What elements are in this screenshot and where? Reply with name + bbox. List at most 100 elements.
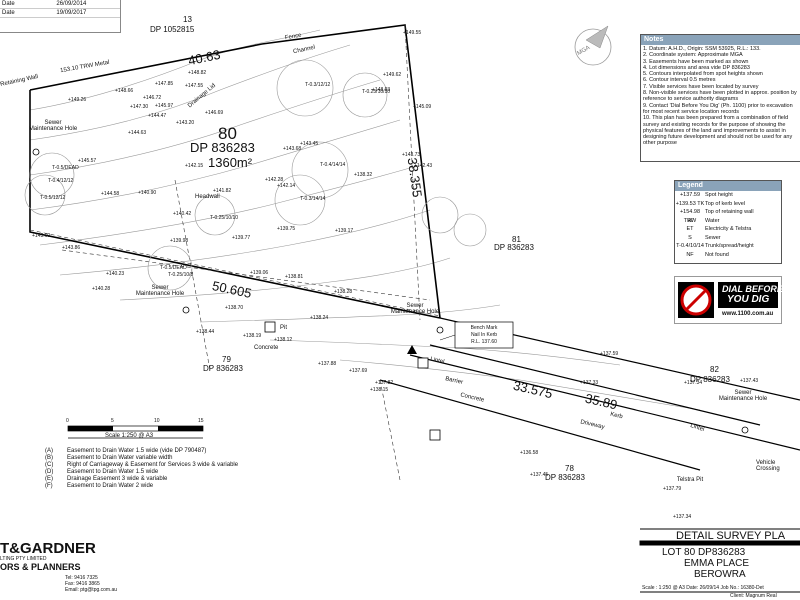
easement-item: (B)Easement to Drain Water variable widt… <box>45 455 173 461</box>
easement-item: (A)Easement to Drain Water 1.5 wide (vid… <box>45 448 207 454</box>
note-item: 10. This plan has been prepared from a c… <box>643 115 793 147</box>
spot-height: +139.98 <box>170 238 189 244</box>
spot-height: +145.97 <box>155 103 174 109</box>
spot-height: +149.62 <box>383 72 402 78</box>
tree-label: T-0.25/10/10 <box>210 215 239 221</box>
spot-height: +148.93 <box>372 87 391 93</box>
scale-bar <box>67 425 204 439</box>
easement-item: (C)Right of Carriageway & Easement for S… <box>45 462 239 468</box>
lot-13-dp: DP 1052815 <box>150 25 195 34</box>
scale-tick: 0 <box>66 418 69 424</box>
sewer-label-4: Sewer Maintenance Hole <box>718 390 768 402</box>
revision-row: Date 26/09/2014 <box>0 0 120 9</box>
revision-row: Date 19/09/2017 <box>0 9 120 18</box>
company-name: T&GARDNER <box>0 540 96 557</box>
plan-suburb: BEROWRA <box>694 569 746 580</box>
spot-height: +146.69 <box>205 110 224 116</box>
spot-height: +139.17 <box>335 228 354 234</box>
sewer-label-3: Sewer Maintenance Hole <box>390 303 440 315</box>
note-item: 2. Coordinate system: Approximate MGA <box>643 52 743 59</box>
easement-item: (E)Drainage Easement 3 wide & variable <box>45 476 168 482</box>
tree-label: T-0.25/10/10 <box>362 89 391 95</box>
spot-height: +138.32 <box>354 172 373 178</box>
spot-height: +143.45 <box>300 141 319 147</box>
spot-height: +137.59 <box>600 351 619 357</box>
scale-tick: 5 <box>111 418 114 424</box>
spot-height: +138.15 <box>370 387 389 393</box>
tree-canopies <box>24 59 487 291</box>
benchmark-box <box>454 321 514 349</box>
spot-height: +141.82 <box>213 188 232 194</box>
spot-height: +142.15 <box>185 163 204 169</box>
company-tel: Tel: 9416 7325 <box>65 575 98 581</box>
spot-height: +137.82 <box>375 380 394 386</box>
sewer-holes <box>32 148 749 434</box>
spot-height: +137.34 <box>673 514 692 520</box>
note-item: 9. Contact 'Dial Before You Dig' (Ph. 11… <box>643 102 793 115</box>
lot-82-number: 82 <box>710 365 719 374</box>
lot-80-number: 80 <box>218 124 237 143</box>
title-block: DETAIL SURVEY PLA LOT 80 DP836283 EMMA P… <box>640 530 800 600</box>
spot-height: +147.55 <box>185 83 204 89</box>
plan-lot: LOT 80 DP836283 <box>662 547 746 558</box>
note-item: 4. Lot dimensions and area vide DP 83628… <box>643 64 750 71</box>
tree-label: T-0.3/12/12 <box>305 82 331 88</box>
tree-label: T-0.5/DEAD <box>160 265 187 271</box>
spot-height: +138.12 <box>274 337 293 343</box>
tree-label: T-0.5/DEAD <box>52 165 79 171</box>
company-block: T&GARDNER LTING PTY LIMITED ORS & PLANNE… <box>0 540 130 600</box>
spot-height: +143.73 <box>402 152 421 158</box>
concrete-label: Concrete <box>254 345 279 351</box>
note-item: 3. Easements have been marked as shown <box>643 58 749 65</box>
spot-height: +146.72 <box>143 95 162 101</box>
notes-body: 1. Datum: A.H.D., Origin: SSM 53925, R.L… <box>641 45 800 148</box>
spot-height: +137.79 <box>663 486 682 492</box>
lot-80-area: 1360m² <box>208 155 253 170</box>
title-block-lines <box>639 528 800 593</box>
spot-height: +138.70 <box>225 305 244 311</box>
spot-height: +138.81 <box>285 274 304 280</box>
lot-79-number: 79 <box>222 355 231 364</box>
lot-81-number: 81 <box>512 235 521 244</box>
vehicle-crossing-label: Vehicle Crossing <box>756 460 780 472</box>
tree-label: T-0.4/12/12 <box>48 178 74 184</box>
spot-height: +144.63 <box>128 130 147 136</box>
spot-height: +148.82 <box>188 70 207 76</box>
sewer-label-1: Sewer Maintenance Hole <box>28 120 78 132</box>
spot-height: +148.66 <box>115 88 134 94</box>
lot-78-dp: DP 836283 <box>545 473 585 482</box>
notes-panel: Notes 1. Datum: A.H.D., Origin: SSM 5392… <box>640 34 800 162</box>
spot-height: +143.60 <box>32 233 51 239</box>
spot-height: +136.58 <box>520 450 539 456</box>
spot-height: +137.43 <box>740 378 759 384</box>
spot-height: +138.28 <box>334 289 353 295</box>
telstra-pit-label: Telstra Pit <box>676 477 704 483</box>
benchmark-line-2: Nail In Kerb <box>470 332 498 338</box>
company-sub-2: ORS & PLANNERS <box>0 562 81 572</box>
sewer-label-2: Sewer Maintenance Hole <box>135 285 185 297</box>
lot-13-number: 13 <box>183 15 192 24</box>
dbyd-line-2: YOU DIG <box>727 294 770 305</box>
easement-list: (A)Easement to Drain Water 1.5 wide (vid… <box>45 448 238 490</box>
lot-boundary <box>29 24 441 319</box>
company-email: Email: ptg@tpg.com.au <box>65 587 118 593</box>
tree-label: T-0.3/14/14 <box>300 196 326 202</box>
lot-82-dp: DP 836283 <box>690 375 730 384</box>
spot-height: +139.06 <box>250 270 269 276</box>
dial-before-you-dig-logo: DIAL BEFORE YOU DIG www.1100.com.au <box>674 276 783 324</box>
note-item: 6. Contour interval 0.5 metres <box>643 77 716 84</box>
note-item: 7. Visible services have been located by… <box>643 83 759 90</box>
spot-height: +142.28 <box>265 177 284 183</box>
spot-height: +137.45 <box>530 472 549 478</box>
spot-height: +145.57 <box>78 158 97 164</box>
plan-street: EMMA PLACE <box>684 558 750 569</box>
spot-height: +149.55 <box>403 30 422 36</box>
spot-height: +142.43 <box>414 163 433 169</box>
spot-height: +140.28 <box>92 286 111 292</box>
spot-height: +137.33 <box>580 380 599 386</box>
